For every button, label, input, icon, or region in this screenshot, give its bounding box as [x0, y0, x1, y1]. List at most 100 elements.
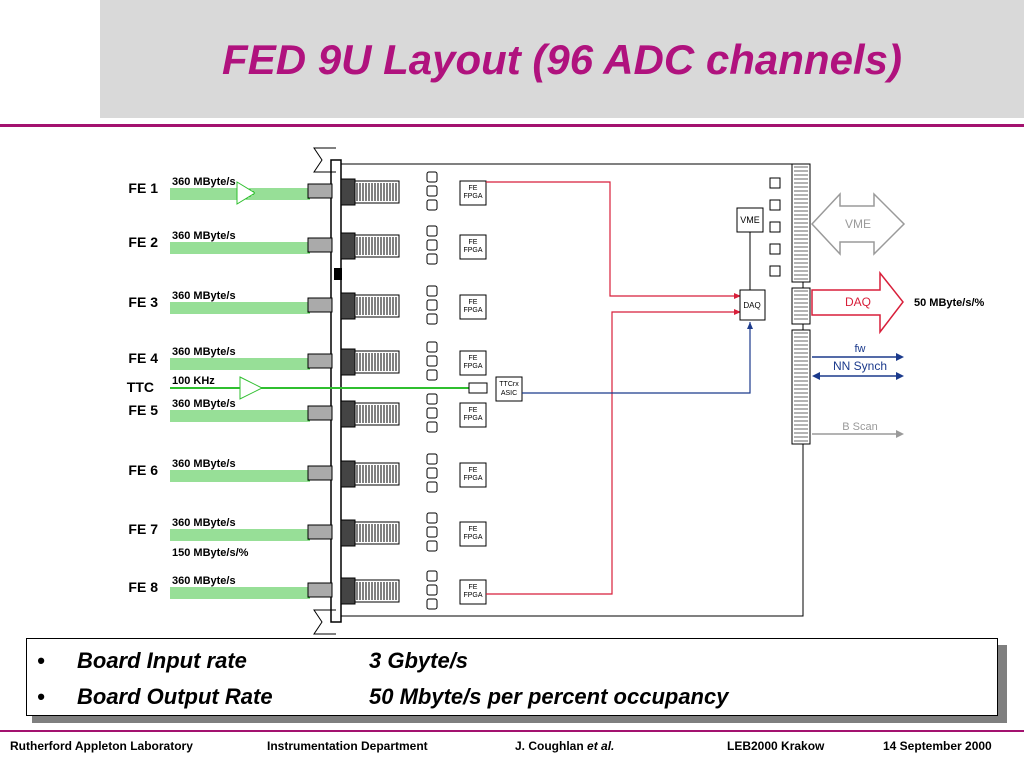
- backplane-connector: [791, 287, 811, 325]
- fpga-label: FE: [469, 185, 478, 192]
- adc-chip: [426, 253, 438, 265]
- fpga-label: FPGA: [463, 592, 482, 599]
- footer-author-suffix: et al.: [587, 739, 615, 753]
- adc-chip: [426, 313, 438, 325]
- fe-fpga-8: [459, 579, 487, 605]
- adc-chip: [426, 570, 438, 582]
- footer-author-name: J. Coughlan: [515, 739, 584, 753]
- fiber-connector: [307, 405, 333, 421]
- title-band: [100, 0, 1024, 118]
- bullet-label: Board Output Rate: [77, 684, 273, 709]
- status-led: [769, 199, 781, 211]
- vme-chip: [736, 207, 764, 233]
- bullet-label: Board Input rate: [77, 648, 247, 673]
- adc-chip: [426, 285, 438, 297]
- fe-label-7: FE 7: [128, 521, 158, 537]
- adc-chip: [426, 584, 438, 596]
- bscan-label: B Scan: [842, 421, 877, 433]
- adc-chip: [426, 341, 438, 353]
- fe-label-8: FE 8: [128, 579, 158, 595]
- fiber-connector: [307, 297, 333, 313]
- fe-rate-3: 360 MByte/s: [172, 290, 236, 302]
- adc-chip: [426, 355, 438, 367]
- fw-label: fw: [855, 343, 866, 355]
- fiber-connector: [307, 183, 333, 199]
- fe-fpga-7: [459, 521, 487, 547]
- status-led: [769, 243, 781, 255]
- fe-rate-5: 360 MByte/s: [172, 398, 236, 410]
- fiber-connector: [307, 524, 333, 540]
- adc-chip: [426, 225, 438, 237]
- ttcrx-asic: [495, 376, 523, 402]
- ttc-arrowhead: [747, 322, 753, 329]
- opto-receiver: [354, 579, 400, 603]
- footer-lab: Rutherford Appleton Laboratory: [10, 739, 193, 753]
- fiber-connector: [307, 582, 333, 598]
- fe-rate-6: 360 MByte/s: [172, 458, 236, 470]
- opto-receiver: [354, 180, 400, 204]
- fe-rate-7: 360 MByte/s: [172, 517, 236, 529]
- opto-receiver-body: [340, 460, 356, 488]
- adc-chip: [426, 299, 438, 311]
- opto-receiver-body: [340, 232, 356, 260]
- fpga-label: FE: [469, 299, 478, 306]
- nn-synch-arrowhead-right: [896, 372, 904, 380]
- fe-fpga-6: [459, 462, 487, 488]
- fe-rate-8: 360 MByte/s: [172, 575, 236, 587]
- fe-label-4: FE 4: [128, 350, 158, 366]
- fe-label-1: FE 1: [128, 180, 158, 196]
- daq-arrowhead: [734, 293, 741, 299]
- fpga-label: FE: [469, 239, 478, 246]
- fpga-label: FPGA: [463, 475, 482, 482]
- ttc-rate: 100 KHz: [172, 375, 215, 387]
- vme-arrow: [810, 192, 906, 256]
- fe-label-6: FE 6: [128, 462, 158, 478]
- daq-arrow-label: DAQ: [845, 295, 871, 309]
- opto-receiver: [354, 234, 400, 258]
- daq-line-fe1: [486, 181, 741, 297]
- daq-line-fe8: [486, 311, 741, 595]
- fe-fpga-1: [459, 180, 487, 206]
- fe-fpga-3: [459, 294, 487, 320]
- fpga-label: FE: [469, 526, 478, 533]
- adc-chip: [426, 598, 438, 610]
- adc-chip: [426, 421, 438, 433]
- fpga-label: FE: [469, 407, 478, 414]
- opto-receiver: [354, 350, 400, 374]
- fpga-label: FPGA: [463, 534, 482, 541]
- fpga-label: FE: [469, 467, 478, 474]
- ttc-label: TTC: [127, 379, 154, 395]
- adc-chip: [426, 540, 438, 552]
- fpga-label: FPGA: [463, 193, 482, 200]
- vme-arrow-label: VME: [845, 217, 871, 231]
- opto-receiver-body: [340, 348, 356, 376]
- adc-chip: [426, 467, 438, 479]
- top-handle: [313, 147, 336, 173]
- adc-chip: [426, 512, 438, 524]
- opto-receiver: [354, 294, 400, 318]
- opto-receiver: [354, 402, 400, 426]
- fe-rate-4: 360 MByte/s: [172, 346, 236, 358]
- fe1-amp: [236, 181, 256, 205]
- daq-arrowhead: [734, 309, 741, 315]
- bullet-value: 50 Mbyte/s per percent occupancy: [369, 684, 729, 709]
- fpga-label: FPGA: [463, 307, 482, 314]
- page-title: FED 9U Layout (96 ADC channels): [222, 36, 902, 83]
- adc-chip: [426, 407, 438, 419]
- status-led: [769, 265, 781, 277]
- adc-chip: [426, 369, 438, 381]
- adc-chip: [426, 453, 438, 465]
- opto-receiver: [354, 521, 400, 545]
- ttcrx-label: ASIC: [501, 390, 517, 397]
- footer-divider: [0, 730, 1024, 732]
- fpga-label: FE: [469, 355, 478, 362]
- ttcrx-label: TTCrx: [499, 381, 519, 388]
- opto-receiver-body: [340, 577, 356, 605]
- fiber-connector: [307, 237, 333, 253]
- opto-receiver-body: [340, 400, 356, 428]
- fe-fpga-4: [459, 350, 487, 376]
- fe-rate-2: 360 MByte/s: [172, 230, 236, 242]
- bottom-handle: [313, 609, 336, 635]
- bullet-dot: •: [37, 648, 45, 673]
- status-led: [769, 177, 781, 189]
